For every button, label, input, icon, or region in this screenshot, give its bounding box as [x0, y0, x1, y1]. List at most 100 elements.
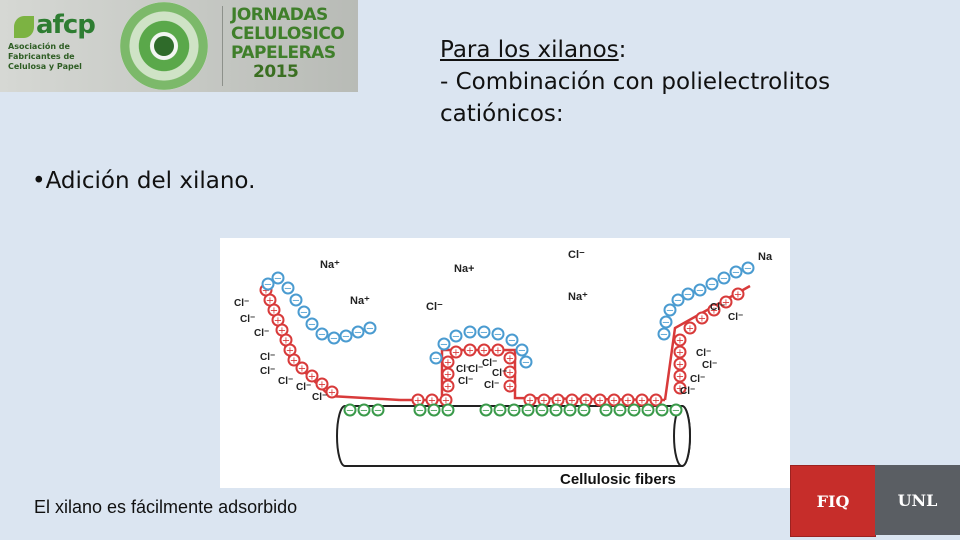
fiber-charge-sign: − — [552, 406, 560, 417]
chloride-label: Cl⁻ — [260, 352, 275, 363]
xylan-bead-sign: − — [660, 330, 668, 341]
diagram-svg: ++++++++++++−−−−−−−−−−−++++++++++−−−−−−−… — [234, 249, 773, 488]
fiber-charge-sign: − — [430, 406, 438, 417]
xylan-bead-sign: − — [366, 324, 374, 335]
xylan-bead — [429, 351, 443, 365]
heading-colon: : — [618, 37, 627, 63]
cationic-bead-sign: + — [540, 396, 548, 407]
bullet-point: •Adición del xilano. — [32, 168, 256, 194]
xylan-bead-sign: − — [330, 334, 338, 345]
xylan-bead — [281, 281, 295, 295]
fiber-charge — [427, 403, 441, 417]
chloride-label: Cl⁻ — [278, 376, 293, 387]
chloride-label: Cl⁻ — [458, 376, 473, 387]
xylan-bead — [657, 327, 671, 341]
fiber-charge-sign: − — [416, 406, 424, 417]
fiber-charge-sign: − — [644, 406, 652, 417]
cationic-bead-sign: + — [262, 286, 270, 297]
fiber-charge-sign: − — [580, 406, 588, 417]
fiber-charge-sign: − — [524, 406, 532, 417]
chloride-label: Cl⁻ — [696, 348, 711, 359]
chloride-label: Cl⁻ — [456, 364, 471, 375]
conference-banner: afcp Asociación de Fabricantes de Celulo… — [0, 0, 358, 92]
fiber-charge — [599, 403, 613, 417]
cationic-bead — [707, 303, 721, 317]
chloride-label: Cl⁻ — [702, 360, 717, 371]
cationic-bead — [649, 393, 663, 407]
event-line-1: JORNADAS — [231, 5, 328, 25]
xylan-bead — [659, 315, 673, 329]
cationic-bead-sign: + — [428, 396, 436, 407]
cationic-bead-sign: + — [568, 396, 576, 407]
cationic-bead-sign: + — [466, 346, 474, 357]
cationic-bead-sign: + — [452, 348, 460, 359]
cationic-bead-sign: + — [652, 396, 660, 407]
cationic-bead-sign: + — [278, 326, 286, 337]
xylan-bead — [271, 271, 285, 285]
event-line-3: PAPELERAS — [231, 43, 336, 63]
cationic-bead-sign: + — [676, 336, 684, 347]
cationic-bead-sign: + — [676, 348, 684, 359]
heading-line-2: - Combinación con polielectrolitos — [440, 69, 831, 95]
cationic-bead-sign: + — [318, 380, 326, 391]
xylan-bead-sign: − — [684, 290, 692, 301]
chloride-label: Cl⁻ — [690, 374, 705, 385]
cationic-bead — [491, 343, 505, 357]
xylan-bead — [681, 287, 695, 301]
fiber-charge-sign: − — [346, 406, 354, 417]
cationic-bead-sign: + — [266, 296, 274, 307]
cationic-bead-sign: + — [444, 382, 452, 393]
cationic-bead — [635, 393, 649, 407]
cationic-bead — [621, 393, 635, 407]
xylan-bead-sign: − — [708, 280, 716, 291]
chloride-label: Cl⁻ — [254, 328, 269, 339]
cationic-bead-sign: + — [582, 396, 590, 407]
fiber-charge — [563, 403, 577, 417]
xylan-bead-sign: − — [274, 274, 282, 285]
chloride-label: Cl⁻ — [710, 302, 725, 313]
fiber-charge-sign: − — [538, 406, 546, 417]
cationic-bead-sign: + — [308, 372, 316, 383]
ion-label: Na — [758, 251, 773, 263]
xylan-bead — [297, 305, 311, 319]
cationic-bead — [477, 343, 491, 357]
fiber-charge — [535, 403, 549, 417]
cationic-bead-sign: + — [298, 364, 306, 375]
cationic-bead-sign: + — [610, 396, 618, 407]
xylan-bead — [327, 331, 341, 345]
cationic-bead — [683, 321, 697, 335]
fiber-charge — [413, 403, 427, 417]
cationic-bead-sign: + — [638, 396, 646, 407]
xylan-bead-sign: − — [300, 308, 308, 319]
event-year: 2015 — [253, 62, 299, 82]
cationic-bead-sign: + — [444, 370, 452, 381]
fiber-charge-sign: − — [496, 406, 504, 417]
rosette-emblem-icon — [120, 2, 208, 90]
cationic-bead — [463, 343, 477, 357]
unl-badge: UNL — [875, 465, 960, 535]
ion-label: Cl⁻ — [426, 301, 443, 313]
afcp-logo: afcp Asociación de Fabricantes de Celulo… — [8, 10, 114, 72]
fiber-charge — [479, 403, 493, 417]
cationic-bead-sign: + — [270, 306, 278, 317]
cationic-bead — [695, 311, 709, 325]
xylan-bead-sign: − — [732, 268, 740, 279]
xylan-bead — [463, 325, 477, 339]
fiber-charge — [577, 403, 591, 417]
fiber-label: Cellulosic fibers — [560, 471, 676, 488]
afcp-subtitle: Asociación de Fabricantes de Celulosa y … — [8, 42, 82, 71]
cationic-bead — [593, 393, 607, 407]
fiber-charge — [371, 403, 385, 417]
ion-label: Na+ — [454, 263, 475, 275]
cationic-bead — [673, 333, 687, 347]
chloride-label: Cl⁻ — [484, 380, 499, 391]
cationic-bead-sign: + — [328, 388, 336, 399]
xylan-bead-sign: − — [354, 328, 362, 339]
cationic-bead-sign: + — [286, 346, 294, 357]
chloride-label: Cl⁻ — [240, 314, 255, 325]
chloride-label: Cl⁻ — [728, 312, 743, 323]
xylan-bead — [729, 265, 743, 279]
fiber-charge — [521, 403, 535, 417]
cationic-bead-sign: + — [282, 336, 290, 347]
xylan-bead — [663, 303, 677, 317]
